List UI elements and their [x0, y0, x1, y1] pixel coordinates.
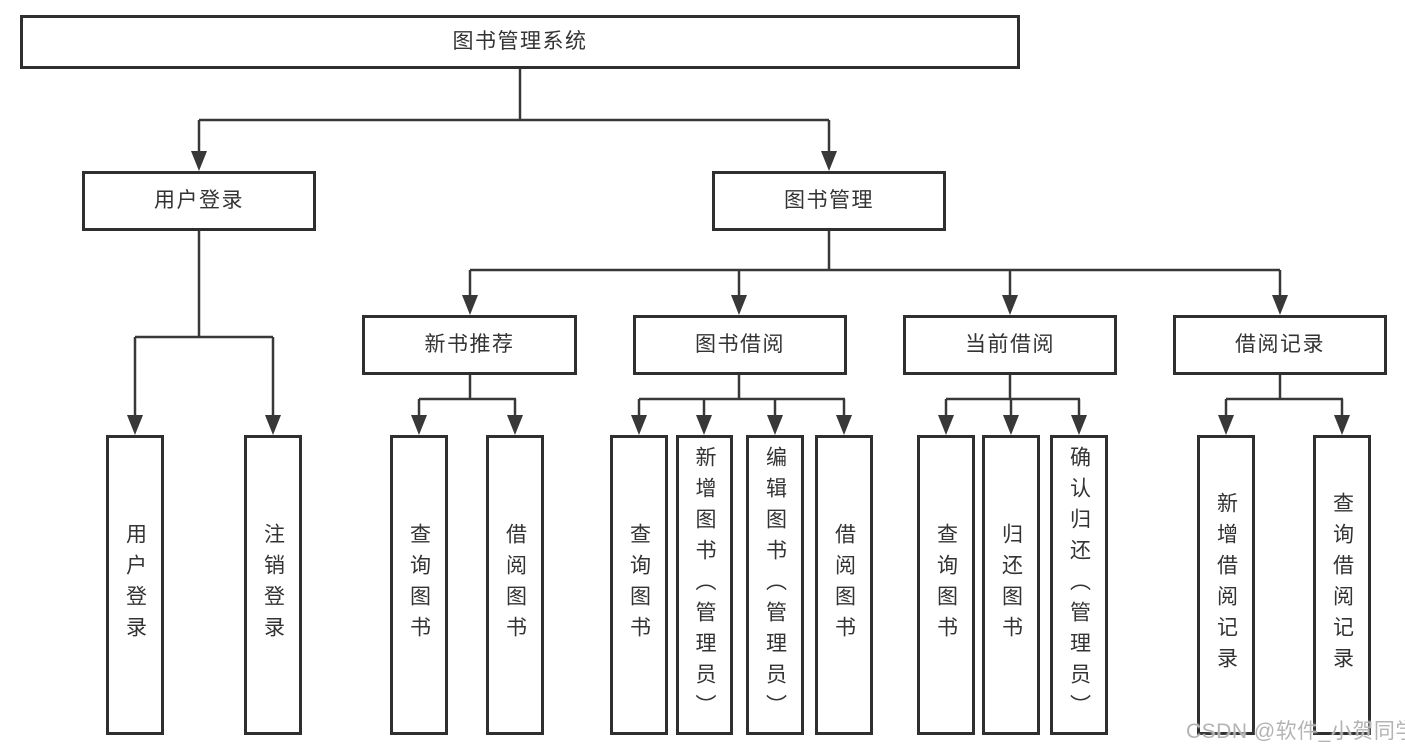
leaf-user-login: 用户登录: [106, 435, 164, 735]
leaf-add-borrow-record: 新增借阅记录: [1197, 435, 1255, 735]
leaf-borrow-books-borrowing: 借阅图书: [815, 435, 873, 735]
leaf-query-books-current: 查询图书: [917, 435, 975, 735]
node-current-borrowing: 当前借阅: [903, 315, 1117, 375]
leaf-add-books-admin: 新增图书（管理员）: [676, 435, 733, 735]
csdn-watermark: CSDN @软件_小贺同学: [1186, 720, 1405, 743]
node-book-borrowing: 图书借阅: [633, 315, 847, 375]
leaf-query-books-borrowing: 查询图书: [610, 435, 668, 735]
node-new-book-recommend: 新书推荐: [362, 315, 577, 375]
leaf-query-borrow-record: 查询借阅记录: [1313, 435, 1371, 735]
node-user-login: 用户登录: [82, 171, 316, 231]
leaf-query-books-recommend: 查询图书: [390, 435, 448, 735]
leaf-return-books: 归还图书: [982, 435, 1040, 735]
node-library-system: 图书管理系统: [20, 15, 1020, 69]
leaf-edit-books-admin: 编辑图书（管理员）: [746, 435, 804, 735]
node-borrowing-records: 借阅记录: [1173, 315, 1387, 375]
node-book-management: 图书管理: [712, 171, 946, 231]
leaf-confirm-return-admin: 确认归还（管理员）: [1050, 435, 1108, 735]
leaf-logout-login: 注销登录: [244, 435, 302, 735]
leaf-borrow-books-recommend: 借阅图书: [486, 435, 544, 735]
